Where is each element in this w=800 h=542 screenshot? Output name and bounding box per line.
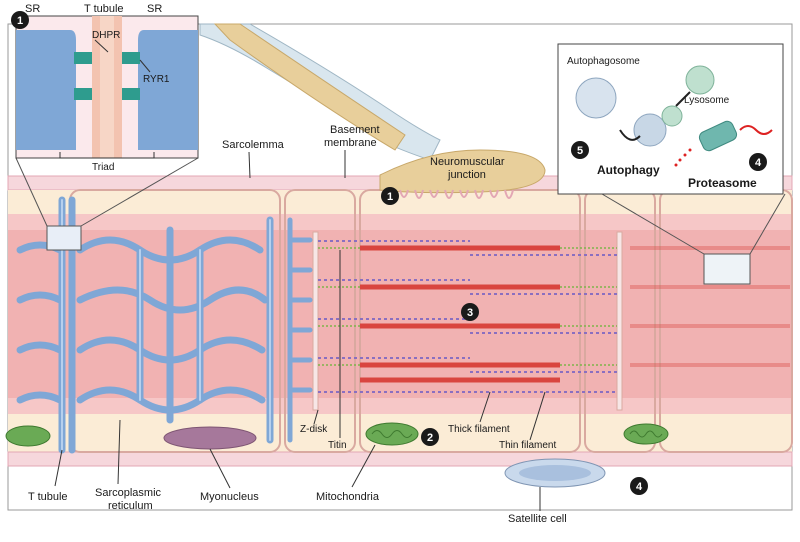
label-lysosome: Lysosome <box>684 95 730 106</box>
thin-filaments <box>318 240 617 393</box>
triad-t-tubule-lumen <box>100 16 114 158</box>
lysosome-shape <box>685 65 715 95</box>
label-t-tubule-bottom: T tubule <box>28 491 68 503</box>
proteasome-shape <box>698 120 738 152</box>
marker-2-text: 2 <box>427 432 433 444</box>
label-nmj-2: junction <box>447 169 486 181</box>
autophagy-leader-right <box>749 193 786 255</box>
label-thin-filament: Thin filament <box>499 440 556 451</box>
peptide-dots <box>674 148 692 167</box>
autophagy-arrow <box>619 129 641 141</box>
triad-channels <box>74 52 140 100</box>
label-sarcolemma: Sarcolemma <box>222 139 285 151</box>
label-sr-bottom-2: reticulum <box>108 500 153 512</box>
titin <box>318 247 617 366</box>
satellite-cell-nucleus <box>519 465 591 481</box>
autophagosome-shape <box>575 77 617 119</box>
marker-4-bottom-text: 4 <box>636 481 643 493</box>
thick-filaments-faded <box>630 246 790 367</box>
label-autophagosome: Autophagosome <box>567 56 640 67</box>
label-titin: Titin <box>328 440 347 451</box>
label-sr-right: SR <box>147 3 162 15</box>
autolysosome-shape <box>633 113 667 147</box>
marker-5-text: 5 <box>577 145 583 157</box>
mitochondria <box>5 422 669 447</box>
thick-filaments <box>360 245 560 383</box>
sarcolemma-bottom <box>7 451 793 467</box>
junctional-folds <box>399 189 514 199</box>
label-sr-left: SR <box>25 3 40 15</box>
marker-4-top-text: 4 <box>755 157 762 169</box>
label-basement-membrane-1: Basement <box>330 124 380 136</box>
autophagy-leader-left <box>601 193 705 255</box>
triad-inset-marker <box>46 225 82 251</box>
triad-inset-leader-left <box>15 157 48 227</box>
triad-inset-leader-right <box>80 157 199 227</box>
autophagy-inset-marker <box>703 253 751 285</box>
dhpr-pointer <box>94 39 109 53</box>
lysosome-arrow <box>675 91 691 107</box>
marker-4-top <box>749 153 767 171</box>
triad-sr-left <box>16 30 76 150</box>
marker-3-text: 3 <box>467 307 473 319</box>
triad-sr-right <box>138 30 198 150</box>
marker-1-inset-text: 1 <box>17 15 23 27</box>
label-dhpr: DHPR <box>92 30 120 41</box>
motor-axon <box>213 23 406 151</box>
label-myonucleus: Myonucleus <box>200 491 259 503</box>
label-ryr1: RYR1 <box>143 74 170 85</box>
label-t-tubule-top: T tubule <box>84 3 124 15</box>
marker-3 <box>461 303 479 321</box>
label-triad: Triad <box>92 162 114 173</box>
triad-inset <box>15 15 199 159</box>
ubiquitin-chain <box>739 125 773 135</box>
label-mitochondria: Mitochondria <box>316 491 380 503</box>
autophagy-inset <box>557 43 784 195</box>
marker-4-bottom <box>630 477 648 495</box>
markers: 1 1 2 3 4 4 5 <box>11 11 767 495</box>
marker-5 <box>571 141 589 159</box>
marker-1-inset <box>11 11 29 29</box>
z-disk-left <box>312 231 319 411</box>
label-leaders <box>54 150 546 511</box>
label-thick-filament: Thick filament <box>448 424 510 435</box>
label-nmj-1: Neuromuscular <box>430 156 505 168</box>
label-z-disk: Z-disk <box>300 424 328 435</box>
label-proteasome: Proteasome <box>688 176 757 190</box>
t-tubule-comb <box>287 217 313 443</box>
fusing-lysosome <box>661 105 683 127</box>
label-basement-membrane-2: membrane <box>324 137 377 149</box>
triad-bracket <box>59 152 155 159</box>
z-disk-right <box>616 231 623 411</box>
ryr1-pointer <box>139 59 151 73</box>
myofibril-band-inner <box>8 230 792 398</box>
myonucleus <box>163 426 257 450</box>
label-sr-bottom-1: Sarcoplasmic <box>95 487 162 499</box>
marker-2 <box>421 428 439 446</box>
marker-1-junction <box>381 187 399 205</box>
label-satellite-cell: Satellite cell <box>508 513 567 525</box>
myofilaments <box>312 231 790 411</box>
marker-1-junction-text: 1 <box>387 191 393 203</box>
label-autophagy: Autophagy <box>597 163 660 177</box>
